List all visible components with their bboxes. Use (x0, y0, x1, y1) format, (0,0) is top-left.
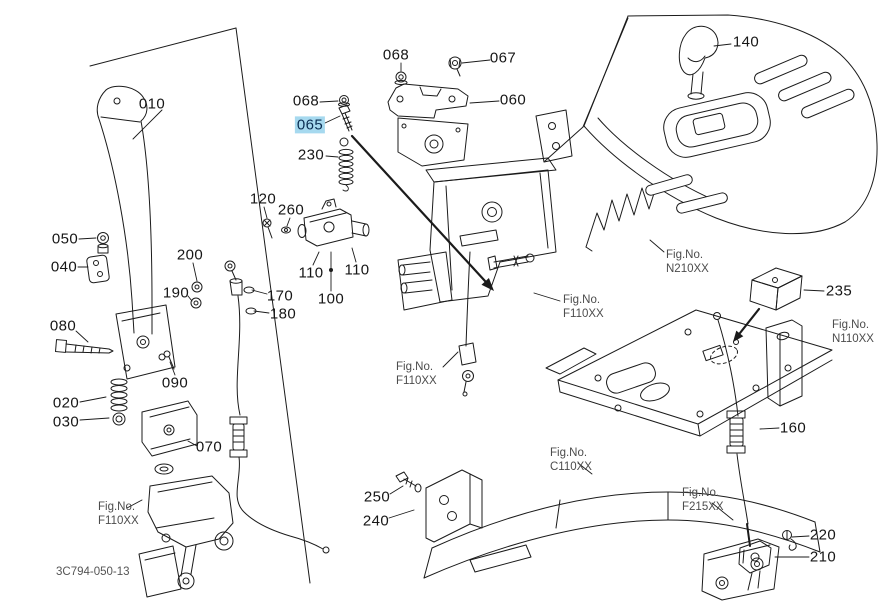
fig-label-F110XX[interactable]: Fig.No. F110XX (396, 360, 437, 388)
part-label-068[interactable]: 068 (292, 92, 320, 110)
part-label-210[interactable]: 210 (809, 548, 837, 566)
fig-label-C110XX[interactable]: Fig.No. C110XX (550, 446, 592, 474)
part-label-170[interactable]: 170 (266, 287, 294, 305)
step-panel-drawing (545, 309, 833, 437)
part-label-030[interactable]: 030 (52, 413, 80, 431)
frame-drawing (423, 491, 821, 601)
guide-plate-drawing (387, 83, 469, 167)
comb-bracket-drawing (585, 183, 658, 252)
part-label-240[interactable]: 240 (362, 512, 390, 530)
part-label-090[interactable]: 090 (161, 374, 189, 392)
fig-label-prefix: Fig.No. (563, 294, 601, 306)
part-label-110[interactable]: 110 (298, 264, 324, 282)
fig-label-prefix: Fig.No. (396, 361, 434, 373)
part-label-010[interactable]: 010 (138, 95, 166, 113)
part-label-060[interactable]: 060 (499, 91, 527, 109)
reference-arrows (350, 134, 761, 342)
fig-label-prefix: Fig.No. (550, 447, 588, 459)
screw-067-drawing (448, 56, 462, 77)
part-label-067[interactable]: 067 (489, 49, 517, 67)
part-label-260[interactable]: 260 (277, 201, 305, 219)
throttle-cable-drawing (224, 260, 330, 554)
cable-clamp-drawing (395, 469, 483, 543)
cable-bracket-drawing (138, 400, 234, 598)
part-label-250[interactable]: 250 (363, 488, 391, 506)
part-label-190[interactable]: 190 (162, 284, 190, 302)
nut-068-drawings (338, 71, 408, 107)
fig-label-code: F110XX (563, 308, 604, 321)
part-label-180[interactable]: 180 (269, 305, 297, 323)
fig-label-code: C110XX (550, 461, 592, 474)
part-label-040[interactable]: 040 (50, 258, 78, 276)
fig-label-code: N210XX (666, 263, 709, 276)
leader-lines (75, 43, 825, 558)
fig-label-F110XX[interactable]: Fig.No. F110XX (98, 500, 139, 528)
corner-pad-drawing (749, 267, 803, 311)
support-bracket-drawing (397, 109, 573, 397)
mount-bolt-drawing (54, 339, 114, 354)
fig-label-prefix: Fig.No. (832, 319, 870, 331)
pivot-hardware-drawing (86, 232, 203, 309)
fig-label-prefix: Fig.No. (98, 501, 136, 513)
fig-label-F110XX[interactable]: Fig.No. F110XX (563, 293, 604, 321)
part-label-140[interactable]: 140 (732, 33, 760, 51)
part-label-230[interactable]: 230 (297, 146, 325, 164)
part-label-220[interactable]: 220 (809, 526, 837, 544)
part-label-100[interactable]: 100 (317, 290, 345, 308)
spring-drawing-020 (110, 378, 128, 412)
nut-drawing-030 (112, 412, 126, 426)
part-label-065[interactable]: 065 (294, 116, 326, 134)
part-label-068[interactable]: 068 (382, 46, 410, 64)
fig-label-code: N110XX (832, 333, 874, 346)
fig-label-N110XX[interactable]: Fig.No. N110XX (832, 318, 874, 346)
fig-label-F215XX[interactable]: Fig.No. F215XX (682, 486, 724, 514)
part-label-235[interactable]: 235 (825, 282, 853, 300)
throttle-body-drawing (262, 198, 370, 247)
spring-drawing-230 (338, 137, 354, 192)
part-label-080[interactable]: 080 (49, 317, 77, 335)
part-label-070[interactable]: 070 (195, 438, 223, 456)
drawing-code: 3C794-050-13 (56, 566, 130, 578)
part-label-110[interactable]: 110 (344, 261, 370, 279)
speed-cable-drawing (713, 312, 797, 591)
fig-label-code: F215XX (682, 501, 724, 514)
fig-label-prefix: Fig.No. (682, 487, 720, 499)
part-label-160[interactable]: 160 (779, 419, 807, 437)
throttle-lever-drawing (96, 85, 176, 380)
fig-label-prefix: Fig.No. (666, 249, 704, 261)
part-label-120[interactable]: 120 (249, 190, 277, 208)
part-label-020[interactable]: 020 (52, 394, 80, 412)
fig-label-N210XX[interactable]: Fig.No. N210XX (666, 248, 709, 276)
fig-label-code: F110XX (98, 515, 139, 528)
fig-label-code: F110XX (396, 375, 437, 388)
part-label-200[interactable]: 200 (176, 246, 204, 264)
console-drawing (583, 14, 878, 235)
part-label-050[interactable]: 050 (51, 230, 79, 248)
